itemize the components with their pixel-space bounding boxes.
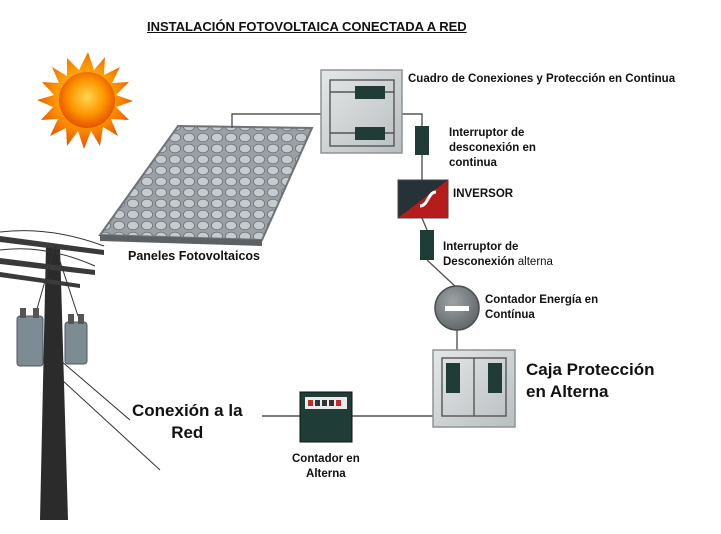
ac-switch-label: Interruptor de Desconexión alterna [443, 240, 553, 270]
dc-meter-label-line2: Contínua [485, 309, 535, 321]
utility-pole-icon [0, 230, 161, 520]
grid-connection-label: Conexión a la Red [132, 400, 243, 444]
grid-label-line1: Conexión a la [132, 401, 243, 420]
diagram-title: INSTALACIÓN FOTOVOLTAICA CONECTADA A RED [147, 19, 467, 34]
dc-switch-label: Interruptor de desconexión en continua [449, 126, 536, 171]
solar-panel-icon [98, 124, 314, 246]
ac-box-label: Caja Protección en Alterna [526, 359, 655, 403]
dc-meter-label: Contador Energía en Contínua [485, 293, 598, 323]
ac-disconnect-switch [420, 230, 434, 260]
dc-meter-label-line1: Contador Energía en [485, 294, 599, 306]
inverter-label: INVERSOR [453, 188, 514, 200]
ac-switch-label-line1: Interruptor de [443, 241, 519, 253]
dc-switch-label-line3: continua [449, 157, 497, 169]
ac-meter-icon [299, 391, 353, 443]
dc-switch-label-line1: Interruptor de [449, 127, 525, 139]
ac-switch-label-line2: Desconexión alterna [443, 255, 553, 270]
ac-switch-label-bold: Desconexión [443, 256, 515, 268]
ac-box-label-line1: Caja Protección [526, 360, 655, 379]
dc-connection-box [320, 69, 403, 154]
dc-box-label: Cuadro de Conexiones y Protección en Con… [408, 73, 676, 85]
inverter-icon [397, 179, 449, 219]
panels-label: Paneles Fotovoltaicos [128, 249, 260, 263]
energy-meter-icon [434, 285, 480, 331]
ac-box-label-line2: en Alterna [526, 382, 609, 401]
ac-meter-label-line1: Contador en [292, 453, 360, 465]
ac-protection-box [432, 349, 516, 428]
grid-label-line2: Red [171, 423, 204, 442]
dc-disconnect-switch [415, 126, 429, 155]
ac-meter-label-line2: Alterna [306, 468, 346, 480]
ac-switch-label-normal: alterna [514, 256, 553, 268]
wiring [231, 113, 458, 417]
sun-icon [37, 52, 133, 149]
ac-meter-label: Contador en Alterna [292, 452, 360, 482]
dc-switch-label-line2: desconexión en [449, 142, 536, 154]
